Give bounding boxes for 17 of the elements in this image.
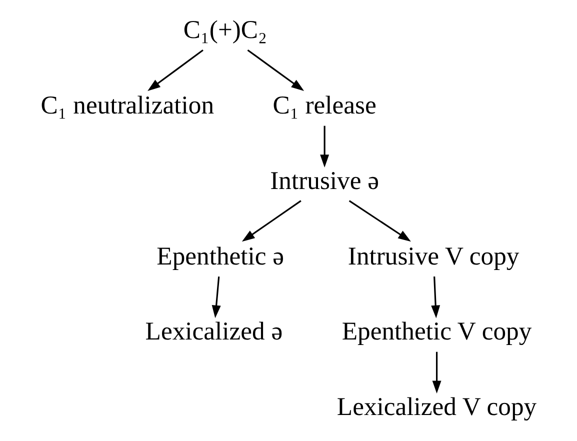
arrow (431, 276, 440, 318)
node-text: Epenthetic ə (156, 241, 284, 270)
node-text: Lexicalized V copy (336, 392, 537, 421)
node-text: Intrusive V copy (348, 241, 520, 270)
arrow (432, 352, 442, 394)
node-text: C₁(+)C₂ (183, 15, 267, 44)
arrow (212, 276, 221, 318)
arrow (247, 49, 304, 91)
node-text: Epenthetic V copy (342, 316, 532, 346)
arrow (148, 49, 204, 92)
node-text: C₁ release (272, 90, 376, 120)
node-text: C₁ neutralization (40, 90, 214, 120)
arrow (348, 200, 411, 242)
arrow (242, 200, 302, 242)
arrow (320, 126, 330, 168)
node-text: Lexicalized ə (145, 316, 283, 346)
node-text: Intrusive ə (270, 166, 380, 195)
